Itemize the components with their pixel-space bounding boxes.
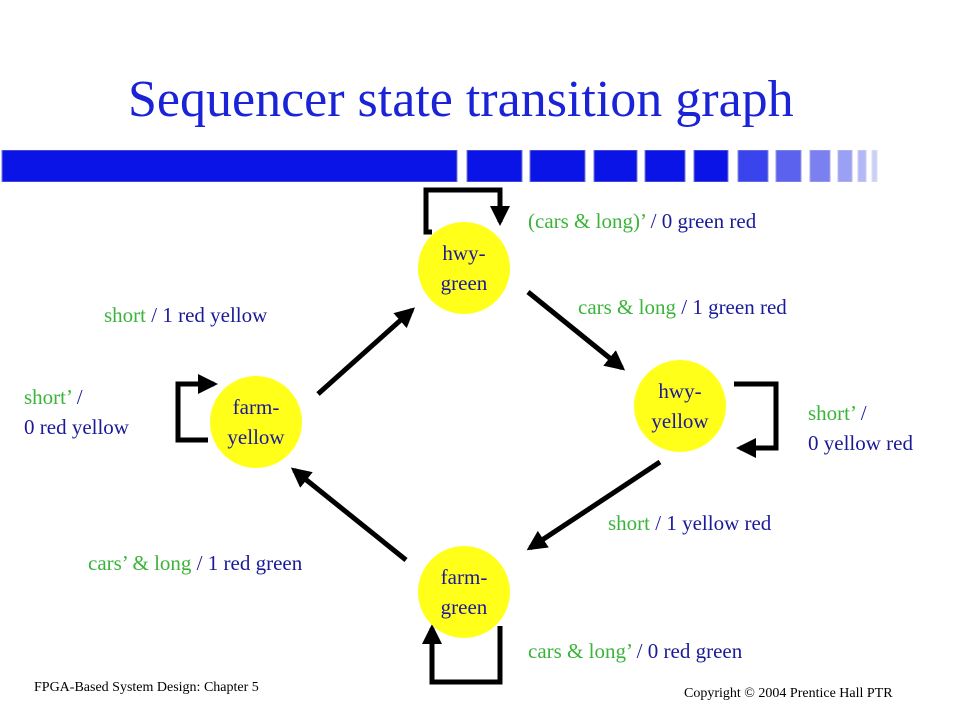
state-label-line1: hwy-: [658, 379, 702, 403]
transition-output: / 0 green red: [650, 209, 757, 233]
state-label-line1: farm-: [232, 395, 280, 419]
transition-condition: cars & long’: [528, 639, 632, 663]
edge-farm-green-to-farm-yellow: [290, 467, 408, 562]
bar-segment: [809, 150, 831, 182]
state-label-line2: green: [440, 271, 488, 295]
state-hwy-yellow: hwy- yellow: [634, 360, 726, 452]
transition-output: /: [76, 385, 83, 409]
transition-output: / 1 red green: [196, 551, 303, 575]
transition-condition: short’: [24, 385, 72, 409]
state-label-line2: yellow: [651, 409, 709, 433]
bar-segment: [466, 150, 523, 182]
transition-output-line2: 0 yellow red: [808, 431, 913, 455]
transition-output-line2: 0 red yellow: [24, 415, 129, 439]
self-loop-hwy-green: [423, 187, 510, 235]
bar-segment: [1, 150, 458, 182]
bar-segment: [529, 150, 586, 182]
label-farm-yellow-to-hwy-green: short / 1 red yellow: [104, 302, 267, 328]
label-farm-green-to-farm-yellow: cars’ & long / 1 red green: [88, 550, 302, 576]
transition-condition: short: [608, 511, 650, 535]
state-farm-yellow: farm- yellow: [210, 376, 302, 468]
footer-source: FPGA-Based System Design: Chapter 5: [34, 680, 259, 695]
bar-segment: [693, 150, 729, 182]
transition-output: / 1 yellow red: [655, 511, 772, 535]
transition-output: / 0 red green: [636, 639, 743, 663]
state-hwy-green: hwy- green: [418, 222, 510, 314]
transition-condition: (cars & long)’: [528, 209, 646, 233]
transition-output: / 1 green red: [681, 295, 787, 319]
copyright-icon: ©: [744, 686, 755, 701]
bar-segment: [593, 150, 638, 182]
bar-segment: [857, 150, 867, 182]
label-hwy-yellow-self: short’ / 0 yellow red: [808, 398, 913, 458]
state-farm-green: farm- green: [418, 546, 510, 638]
transition-output: / 1 red yellow: [151, 303, 268, 327]
decorative-bar-row: [1, 150, 878, 182]
label-hwy-yellow-to-farm-green: short / 1 yellow red: [608, 510, 771, 536]
transition-output: /: [860, 401, 867, 425]
transition-condition: short’: [808, 401, 856, 425]
edge-hwy-yellow-to-farm-green: [526, 459, 662, 551]
state-label-line2: green: [440, 595, 488, 619]
label-farm-green-self: cars & long’ / 0 red green: [528, 638, 742, 664]
transition-condition: cars & long: [578, 295, 676, 319]
slide-title: Sequencer state transition graph: [128, 71, 794, 128]
edge-hwy-green-to-hwy-yellow: [526, 290, 626, 371]
self-loop-hwy-yellow: [734, 381, 779, 458]
edge-farm-yellow-to-hwy-green: [316, 307, 415, 396]
bar-segment: [775, 150, 802, 182]
state-label-line1: hwy-: [442, 241, 486, 265]
state-label-line1: farm-: [440, 565, 488, 589]
label-farm-yellow-self: short’ / 0 red yellow: [24, 382, 129, 442]
self-loop-farm-yellow: [175, 374, 218, 443]
state-label-line2: yellow: [227, 425, 285, 449]
bar-segment: [871, 150, 878, 182]
label-hwy-green-self: (cars & long)’ / 0 green red: [528, 208, 756, 234]
footer-copyright: Copyright © 2004 Prentice Hall PTR: [684, 686, 893, 702]
transition-condition: cars’ & long: [88, 551, 192, 575]
bar-segment: [644, 150, 686, 182]
self-loop-farm-green: [422, 624, 503, 685]
copyright-suffix: 2004 Prentice Hall PTR: [758, 686, 893, 701]
bar-segment: [837, 150, 853, 182]
bar-segment: [737, 150, 769, 182]
label-hwy-green-to-hwy-yellow: cars & long / 1 green red: [578, 294, 787, 320]
copyright-prefix: Copyright: [684, 686, 741, 701]
transition-condition: short: [104, 303, 146, 327]
